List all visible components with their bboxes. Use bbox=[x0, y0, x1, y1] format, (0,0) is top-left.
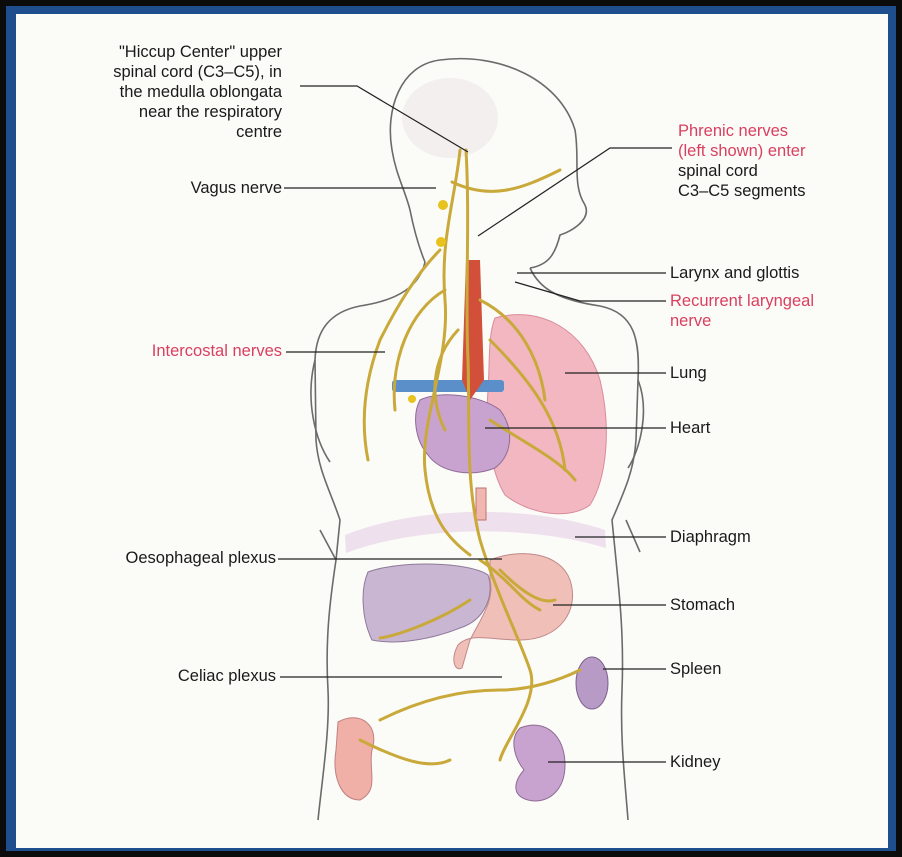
spleen-shape bbox=[576, 657, 608, 709]
label-larynx: Larynx and glottis bbox=[670, 263, 799, 283]
hiccup-line-2: spinal cord (C3–C5), in bbox=[60, 62, 282, 82]
ganglion-3 bbox=[408, 395, 416, 403]
phrenic-spinal-line-2: C3–C5 segments bbox=[678, 181, 805, 201]
oesophagus-shape bbox=[476, 488, 486, 520]
phrenic-spinal-line-1: spinal cord bbox=[678, 161, 805, 181]
hiccup-line-3: the medulla oblongata bbox=[60, 82, 282, 102]
phrenic-line-2: (left shown) enter bbox=[678, 141, 805, 161]
hiccup-line-4: near the respiratory bbox=[60, 102, 282, 122]
nerve-network bbox=[360, 150, 580, 764]
label-phrenic-nerves: Phrenic nerves (left shown) enter bbox=[678, 121, 805, 161]
ganglion-2 bbox=[436, 237, 446, 247]
ganglion-1 bbox=[438, 200, 448, 210]
label-spleen: Spleen bbox=[670, 659, 721, 679]
aorta-shape bbox=[462, 260, 484, 400]
kidney-shape bbox=[514, 725, 565, 801]
hiccup-line-1: "Hiccup Center" upper bbox=[60, 42, 282, 62]
label-recurrent-laryngeal: Recurrent laryngeal nerve bbox=[670, 291, 814, 331]
label-kidney: Kidney bbox=[670, 752, 720, 772]
label-heart: Heart bbox=[670, 418, 710, 438]
label-oesophageal-plexus: Oesophageal plexus bbox=[60, 548, 276, 568]
label-diaphragm: Diaphragm bbox=[670, 527, 751, 547]
recurrent-line-2: nerve bbox=[670, 311, 814, 331]
liver-shape bbox=[363, 564, 490, 642]
label-hiccup-center: "Hiccup Center" upper spinal cord (C3–C5… bbox=[60, 42, 282, 142]
label-phrenic-spinal: spinal cord C3–C5 segments bbox=[678, 161, 805, 201]
label-lung: Lung bbox=[670, 363, 707, 383]
vessel-blue bbox=[392, 380, 504, 392]
brain bbox=[402, 78, 498, 158]
recurrent-line-1: Recurrent laryngeal bbox=[670, 291, 814, 311]
phrenic-line-1: Phrenic nerves bbox=[678, 121, 805, 141]
intestine-shape bbox=[335, 718, 374, 800]
label-intercostal-nerves: Intercostal nerves bbox=[80, 341, 282, 361]
label-vagus-nerve: Vagus nerve bbox=[120, 178, 282, 198]
label-celiac-plexus: Celiac plexus bbox=[80, 666, 276, 686]
hiccup-line-5: centre bbox=[60, 122, 282, 142]
label-stomach: Stomach bbox=[670, 595, 735, 615]
